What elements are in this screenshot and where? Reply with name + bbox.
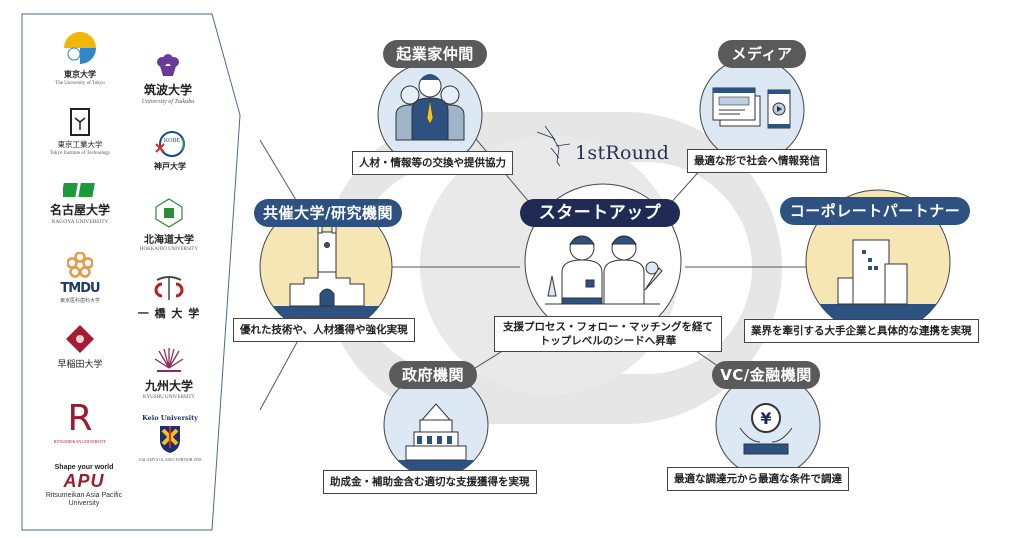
startup-caption-line1: 支援プロセス・フォロー・マッチングを経て — [503, 321, 713, 333]
university-logo-nagoya: 名古屋大学 NAGOYA UNIVERSITY — [44, 182, 116, 225]
university-logo-tokyo-tech: 東京工業大学 Tokyo Institute of Technology — [46, 108, 114, 156]
node-vc-label: VC/金融機関 — [712, 361, 820, 389]
ritsumeikan-r-icon: R — [67, 398, 93, 439]
node-media-label: メディア — [718, 40, 806, 68]
ginkgo-leaf-icon — [62, 30, 98, 66]
node-startup-label: スタートアップ — [520, 199, 680, 227]
university-logo-tokyo: 東京大学 The University of Tokyo — [50, 30, 110, 86]
node-universities-caption: 優れた技術や、人材獲得や強化実現 — [233, 318, 415, 342]
kyushu-sunburst-icon — [154, 346, 184, 374]
university-logo-keio: Keio University CALAMVS GLADIO FORTIOR 1… — [138, 414, 202, 462]
node-government-caption: 助成金・補助金含む適切な支援獲得を実現 — [323, 470, 537, 494]
apu-wordmark-icon: APU — [63, 471, 105, 491]
university-logo-waseda: 早稲田大学 — [46, 324, 114, 370]
node-entrepreneurs-graphic — [377, 62, 483, 168]
svg-text:KOBE: KOBE — [164, 138, 181, 144]
university-logo-kobe: KOBE 神戸大学 — [140, 130, 200, 172]
node-universities-label: 共催大学/研究機関 — [254, 199, 402, 227]
hummingbird-icon — [536, 125, 571, 167]
university-logo-kyushu: 九州大学 KYUSHU UNIVERSITY — [134, 346, 204, 400]
university-logo-ritsumeikan: R RITSUMEIKAN UNIVERSITY — [53, 398, 107, 445]
kobe-ring-icon: KOBE — [152, 130, 188, 158]
node-media-caption: 最適な形で社会へ情報発信 — [687, 149, 827, 173]
node-corporate-label: コーポレートパートナー — [780, 197, 970, 225]
university-panel-border — [21, 13, 241, 531]
node-entrepreneurs-label: 起業家仲間 — [383, 40, 487, 68]
startup-caption-line2: トップレベルのシードへ昇華 — [539, 335, 677, 347]
hokkaido-crest-icon — [154, 198, 184, 228]
node-corporate-caption: 業界を牽引する大手企業と具体的な連携を実現 — [744, 319, 979, 343]
nagoya-emblem-icon — [61, 182, 97, 198]
university-logo-tmdu: TMDU 東京医科歯科大学 — [48, 251, 112, 304]
node-entrepreneurs-caption: 人材・情報等の交換や提供協力 — [352, 151, 513, 175]
hermes-caduceus-icon — [154, 274, 184, 302]
plum-blossom-icon — [66, 251, 94, 278]
university-logo-apu: Shape your world APU Ritsumeikan Asia Pa… — [45, 464, 123, 507]
business-people-icon — [395, 74, 465, 141]
university-logo-hokkaido: 北海道大学 HOKKAIDO UNIVERSITY — [134, 198, 204, 252]
university-logo-tsukuba: 筑波大学 University of Tsukuba — [130, 52, 206, 105]
paulownia-crest-icon — [155, 52, 181, 78]
office-buildings-icon — [837, 239, 908, 305]
node-vc-graphic: ¥ — [715, 372, 821, 478]
node-startup-caption: 支援プロセス・フォロー・マッチングを経て トップレベルのシードへ昇華 — [494, 316, 722, 352]
university-logo-hitotsubashi: 一 橋 大 学 — [132, 274, 206, 321]
swallow-emblem-icon — [70, 108, 90, 136]
diet-building-icon — [405, 403, 467, 461]
waseda-diamond-icon — [65, 324, 95, 354]
svg-text:¥: ¥ — [760, 409, 771, 428]
brand-wordmark: 1stRound — [575, 142, 670, 164]
founders-team-icon — [545, 235, 663, 305]
node-government-label: 政府機関 — [389, 361, 477, 389]
node-vc-caption: 最適な調達元から最適な条件で調達 — [667, 467, 849, 491]
node-media-graphic — [699, 57, 805, 163]
keio-pen-shield-icon — [158, 424, 182, 454]
node-government-graphic — [383, 372, 489, 478]
yen-coin-hands-icon: ¥ — [739, 403, 793, 455]
browser-video-icon — [712, 87, 791, 129]
